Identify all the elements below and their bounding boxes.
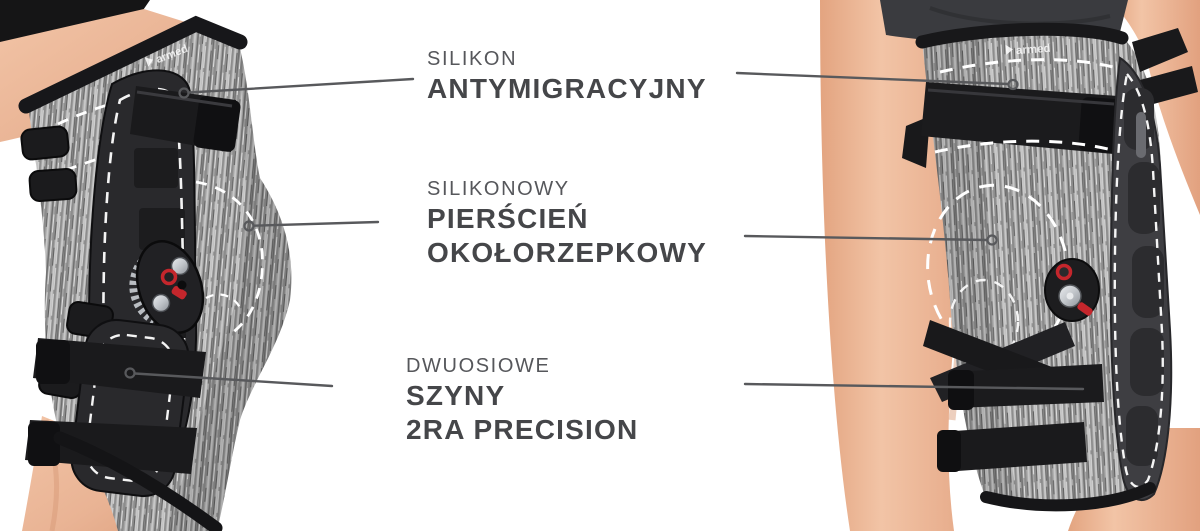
splint-pad: [134, 148, 178, 188]
stitch-line-thigh-upper: [939, 58, 1125, 74]
sleeve-top-band: [915, 22, 1129, 49]
knee-inner-arc: [205, 293, 244, 313]
hinge-screw: [170, 256, 190, 276]
strap-highlight: [927, 88, 1115, 106]
rail-pad: [1126, 406, 1158, 466]
brand-logo-mark-icon: [1005, 44, 1013, 55]
sleeve-bottom-hem: [53, 431, 223, 531]
feature-title-line: SZYNY: [406, 380, 506, 411]
feature-title-line: 2RA PRECISION: [406, 414, 639, 445]
splint-pad: [139, 208, 185, 250]
brand-logo-text: armed: [1016, 43, 1051, 57]
hinge-red-lever: [171, 286, 187, 300]
feature-label-antimigration: SILIKON ANTYMIGRACYJNY: [427, 46, 707, 106]
knee-stitch-arc: [195, 180, 264, 338]
left-brace-photo: armed: [0, 0, 292, 531]
feature-label-patellar-ring: SILIKONOWY PIERŚCIEŃ OKOŁORZEPKOWY: [427, 176, 707, 270]
hinge-axle: [177, 280, 187, 290]
rail-pad: [1130, 328, 1164, 396]
hinge-red-ring: [160, 268, 178, 286]
calf-strap-buckle: [36, 340, 70, 384]
feature-title-line: OKOŁORZEPKOWY: [427, 237, 708, 268]
hinge-assembly: [1044, 258, 1100, 322]
feature-title-line: ANTYMIGRACYJNY: [427, 73, 707, 104]
hinge-screw: [151, 293, 171, 313]
hinge-red-lever: [1077, 302, 1093, 316]
thigh-strap: [921, 82, 1122, 154]
feature-eyebrow: SILIKON: [427, 48, 518, 70]
strap-loop: [1132, 28, 1188, 72]
shorts-fold: [929, 6, 1111, 26]
calf-strap-buckle: [937, 430, 961, 472]
strap-clip: [20, 125, 70, 161]
feature-label-precision-splints: DWUOSIOWE SZYNY 2RA PRECISION: [406, 353, 638, 447]
sleeve-top-band: [18, 15, 248, 114]
brand-logo-mark-icon: [144, 57, 154, 67]
rail-pad: [1132, 246, 1164, 318]
calf-strap-buckle: [948, 370, 974, 410]
calf-strap-lower: [25, 420, 197, 474]
rail-pad: [1128, 162, 1160, 234]
lateral-rail-splint: [1109, 56, 1173, 502]
feature-eyebrow: DWUOSIOWE: [406, 355, 551, 377]
rail-slot: [1136, 112, 1146, 158]
feature-eyebrow: SILIKONOWY: [427, 178, 570, 200]
strap-buckle: [193, 96, 241, 152]
strap-buckle: [1078, 97, 1122, 153]
strap-loop: [1140, 66, 1198, 106]
hinge-axle: [1066, 292, 1074, 300]
calf-strap-buckle: [28, 422, 60, 466]
strap-highlight: [136, 90, 233, 108]
hinge-assembly: [129, 240, 205, 334]
feature-title-line: PIERŚCIEŃ: [427, 203, 589, 234]
calf-splint-stitching: [85, 333, 175, 483]
strap-clip: [28, 168, 78, 202]
thigh-strap: [130, 86, 241, 152]
stitch-line-below-strap: [934, 139, 1133, 158]
brand-logo: armed: [1005, 43, 1051, 57]
calf-strap-lower: [940, 422, 1087, 472]
sleeve-shading: [170, 40, 292, 531]
sleeve-bottom-hem: [980, 482, 1156, 512]
hinge-red-ring: [1055, 263, 1073, 281]
right-brace-photo: armed: [820, 0, 1200, 531]
